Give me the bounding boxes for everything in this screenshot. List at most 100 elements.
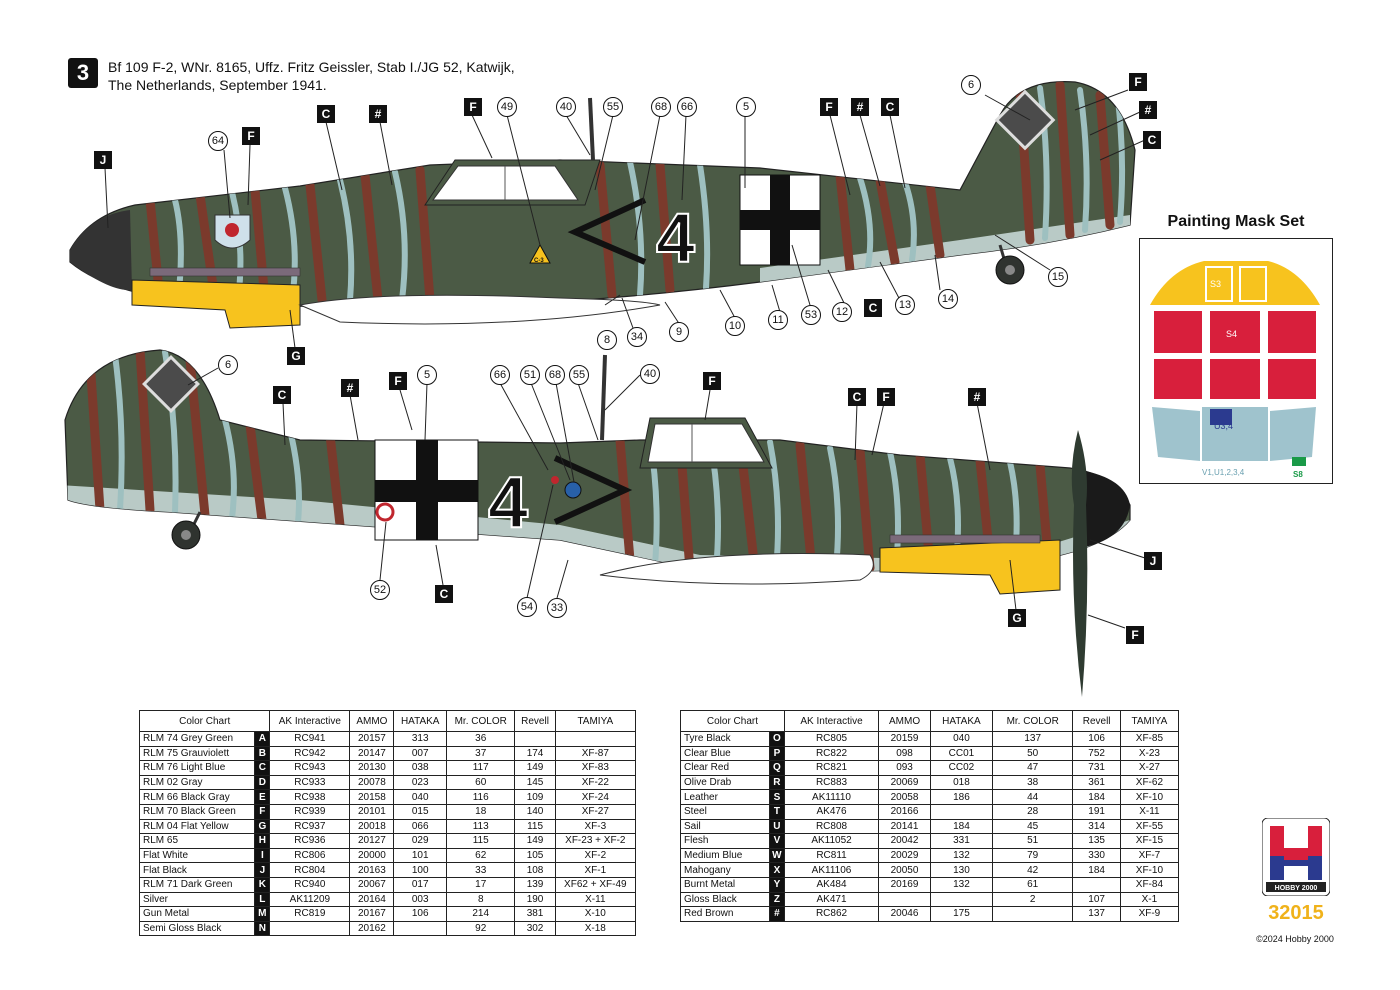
top-label-f-2: F: [464, 98, 482, 116]
top-label-f-1: F: [242, 127, 260, 145]
revell-cell: 106: [1072, 731, 1121, 747]
tamiya-cell: XF-10: [1119, 789, 1180, 805]
top-num-34: 34: [627, 327, 647, 347]
copyright: ©2024 Hobby 2000: [1256, 934, 1334, 944]
ak-cell: RC883: [783, 774, 880, 791]
color-name-cell: RLM 66 Black Gray: [138, 789, 256, 805]
tamiya-cell: X-18: [554, 920, 637, 937]
header-cell: Mr. COLOR: [445, 710, 516, 732]
caption-line-1: Bf 109 F-2, WNr. 8165, Uffz. Fritz Geiss…: [108, 59, 515, 75]
header-cell: AK Interactive: [269, 710, 351, 732]
color-code-cell: #: [768, 906, 785, 922]
mask-s3-label: S3: [1210, 279, 1221, 289]
revell-cell: 139: [514, 876, 556, 893]
tamiya-cell: [554, 731, 637, 747]
triangle-label: C-3: [534, 258, 544, 264]
ammo-cell: 20058: [878, 789, 931, 805]
mr-cell: 50: [991, 745, 1074, 762]
ak-cell: RC939: [269, 803, 351, 820]
tamiya-cell: XF-15: [1119, 833, 1180, 849]
tamiya-cell: XF-27: [554, 803, 637, 820]
color-name-cell: Gun Metal: [138, 906, 256, 922]
ak-cell: RC942: [269, 745, 351, 762]
profile-caption: Bf 109 F-2, WNr. 8165, Uffz. Fritz Geiss…: [108, 58, 515, 94]
bottom-label-f-1: F: [389, 372, 407, 390]
bottom-num-66: 66: [490, 365, 510, 385]
mask-s8-label: S8: [1293, 470, 1303, 479]
ammo-cell: 20078: [349, 774, 395, 791]
revell-cell: 302: [514, 920, 556, 937]
bottom-label-c-2: C: [848, 388, 866, 406]
revell-cell: 174: [514, 745, 556, 762]
color-name-cell: Burnt Metal: [680, 876, 770, 893]
hataka-cell: 101: [393, 847, 447, 864]
mask-v-label: V1,U1,2,3,4: [1202, 468, 1245, 477]
ak-cell: AK471: [783, 891, 880, 908]
top-num-55: 55: [603, 97, 623, 117]
tamiya-cell: X-11: [554, 891, 637, 908]
ammo-cell: 20158: [349, 789, 395, 805]
mr-cell: 33: [445, 862, 516, 878]
ak-cell: AK476: [783, 803, 880, 820]
tamiya-cell: XF-2: [554, 847, 637, 864]
color-name-cell: Flesh: [680, 833, 770, 849]
bottom-label-c-3: C: [435, 585, 453, 603]
ak-cell: RC933: [269, 774, 351, 791]
bottom-label-f-2: F: [703, 372, 721, 390]
ak-cell: RC936: [269, 833, 351, 849]
bottom-num-68: 68: [545, 365, 565, 385]
top-num-66: 66: [677, 97, 697, 117]
color-name-cell: RLM 74 Grey Green: [138, 731, 256, 747]
top-num-11: 11: [768, 310, 788, 330]
color-name-cell: RLM 65: [138, 833, 256, 849]
tamiya-cell: XF-9: [1119, 906, 1180, 922]
bottom-num-54: 54: [517, 597, 537, 617]
ammo-cell: [878, 891, 931, 908]
hataka-cell: [393, 920, 447, 937]
header-cell: Mr. COLOR: [991, 710, 1074, 732]
ak-cell: RC808: [783, 818, 880, 835]
header-cell: TAMIYA: [1119, 710, 1180, 732]
bottom-label-f-3: F: [877, 388, 895, 406]
ammo-cell: 20162: [349, 920, 395, 937]
revell-cell: 115: [514, 818, 556, 835]
mr-cell: 38: [991, 774, 1074, 791]
profile-header: 3 Bf 109 F-2, WNr. 8165, Uffz. Fritz Gei…: [68, 58, 515, 94]
color-code-cell: Q: [768, 760, 785, 776]
color-name-cell: Gloss Black: [680, 891, 770, 908]
mr-cell: 37: [445, 745, 516, 762]
top-label-c-4: C: [864, 299, 882, 317]
color-name-cell: Tyre Black: [680, 731, 770, 747]
mr-cell: 17: [445, 876, 516, 893]
hataka-cell: 023: [393, 774, 447, 791]
hataka-cell: 100: [393, 862, 447, 878]
color-code-cell: Y: [768, 876, 785, 893]
tamiya-cell: XF-24: [554, 789, 637, 805]
top-num-6: 6: [961, 75, 981, 95]
profile-number-badge: 3: [68, 58, 98, 88]
revell-cell: 135: [1072, 833, 1121, 849]
color-code-cell: X: [768, 862, 785, 878]
color-name-cell: RLM 02 Gray: [138, 774, 256, 791]
mr-cell: 47: [991, 760, 1074, 776]
top-num-15: 15: [1048, 267, 1068, 287]
top-num-9: 9: [669, 322, 689, 342]
ammo-cell: 20101: [349, 803, 395, 820]
ak-cell: RC940: [269, 876, 351, 893]
color-name-cell: Clear Red: [680, 760, 770, 776]
color-code-cell: D: [254, 774, 271, 791]
ak-cell: AK11209: [269, 891, 351, 908]
top-num-10: 10: [725, 316, 745, 336]
caption-line-2: The Netherlands, September 1941.: [108, 77, 327, 93]
tamiya-cell: XF-84: [1119, 876, 1180, 893]
color-name-cell: RLM 75 Grauviolett: [138, 745, 256, 762]
